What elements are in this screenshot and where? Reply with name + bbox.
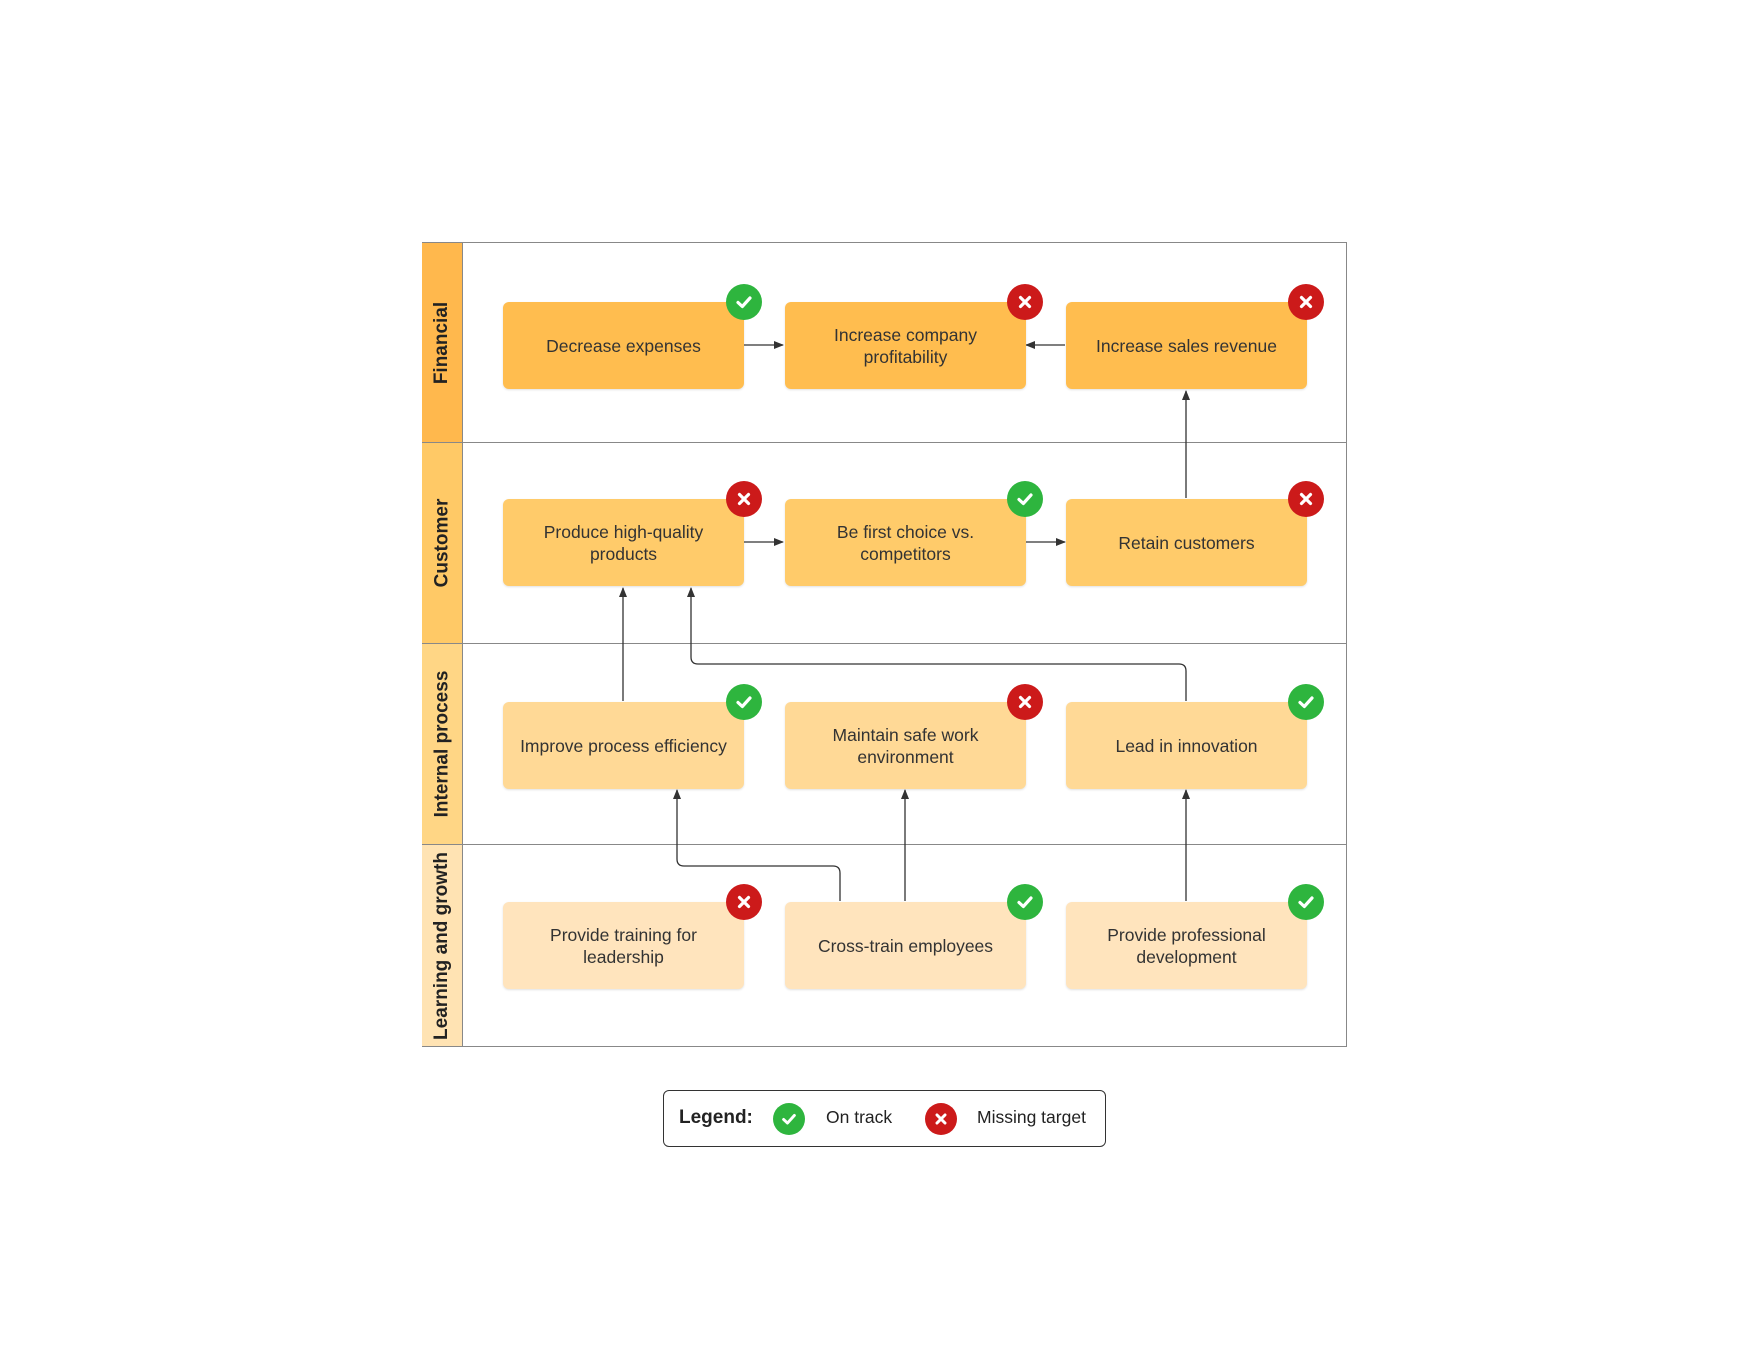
connector-cross-train-to-improve-process xyxy=(673,789,841,901)
check-icon xyxy=(726,284,762,320)
check-icon xyxy=(1007,884,1043,920)
legend-missing-target-label: Missing target xyxy=(977,1107,1086,1127)
node-produce-high-quality-products[interactable]: Produce high-quality products xyxy=(503,499,744,586)
lane-label-learning-and-growth: Learning and growth xyxy=(422,845,463,1046)
node-label: Maintain safe work environment xyxy=(832,724,979,767)
legend-title: Legend: xyxy=(679,1107,753,1128)
legend-on-track-label: On track xyxy=(826,1107,893,1127)
connector-lead-innovation-to-produce-quality xyxy=(687,587,1187,701)
node-provide-professional-development[interactable]: Provide professional development xyxy=(1066,902,1307,989)
check-icon xyxy=(1007,481,1043,517)
legend: Legend: On track Missing target xyxy=(663,1090,1106,1147)
check-icon xyxy=(1288,684,1324,720)
node-increase-company-profitability[interactable]: Increase company profitability xyxy=(785,302,1026,389)
cross-icon xyxy=(1288,481,1324,517)
lane-label-customer: Customer xyxy=(422,443,463,643)
cross-icon xyxy=(1288,284,1324,320)
cross-icon xyxy=(1007,284,1043,320)
node-improve-process-efficiency[interactable]: Improve process efficiency xyxy=(503,702,744,789)
node-maintain-safe-work-environment[interactable]: Maintain safe work environment xyxy=(785,702,1026,789)
cross-icon xyxy=(1007,684,1043,720)
check-icon xyxy=(773,1103,805,1135)
node-label: Cross-train employees xyxy=(817,935,994,956)
node-label: Provide professional development xyxy=(1107,924,1266,967)
check-icon xyxy=(726,684,762,720)
node-retain-customers[interactable]: Retain customers xyxy=(1066,499,1307,586)
lane-label-financial: Financial xyxy=(422,243,463,442)
node-increase-sales-revenue[interactable]: Increase sales revenue xyxy=(1066,302,1307,389)
node-label: Provide training for leadership xyxy=(550,924,697,967)
node-provide-training-for-leadership[interactable]: Provide training for leadership xyxy=(503,902,744,989)
node-label: Increase company profitability xyxy=(834,324,977,367)
node-label: Produce high-quality products xyxy=(543,521,704,564)
lane-divider xyxy=(422,844,1347,845)
lane-label-internal-process: Internal process xyxy=(422,644,463,844)
node-decrease-expenses[interactable]: Decrease expenses xyxy=(503,302,744,389)
node-cross-train-employees[interactable]: Cross-train employees xyxy=(785,902,1026,989)
check-icon xyxy=(1288,884,1324,920)
node-label: Improve process efficiency xyxy=(520,735,727,756)
node-label: Be first choice vs. competitors xyxy=(836,521,975,564)
lane-divider xyxy=(422,643,1347,644)
node-lead-in-innovation[interactable]: Lead in innovation xyxy=(1066,702,1307,789)
cross-icon xyxy=(726,481,762,517)
cross-icon xyxy=(925,1103,957,1135)
node-be-first-choice-vs-competitors[interactable]: Be first choice vs. competitors xyxy=(785,499,1026,586)
node-label: Lead in innovation xyxy=(1115,735,1258,756)
node-label: Retain customers xyxy=(1118,532,1255,553)
node-label: Decrease expenses xyxy=(546,335,701,356)
node-label: Increase sales revenue xyxy=(1096,335,1277,356)
lane-divider xyxy=(422,442,1347,443)
cross-icon xyxy=(726,884,762,920)
